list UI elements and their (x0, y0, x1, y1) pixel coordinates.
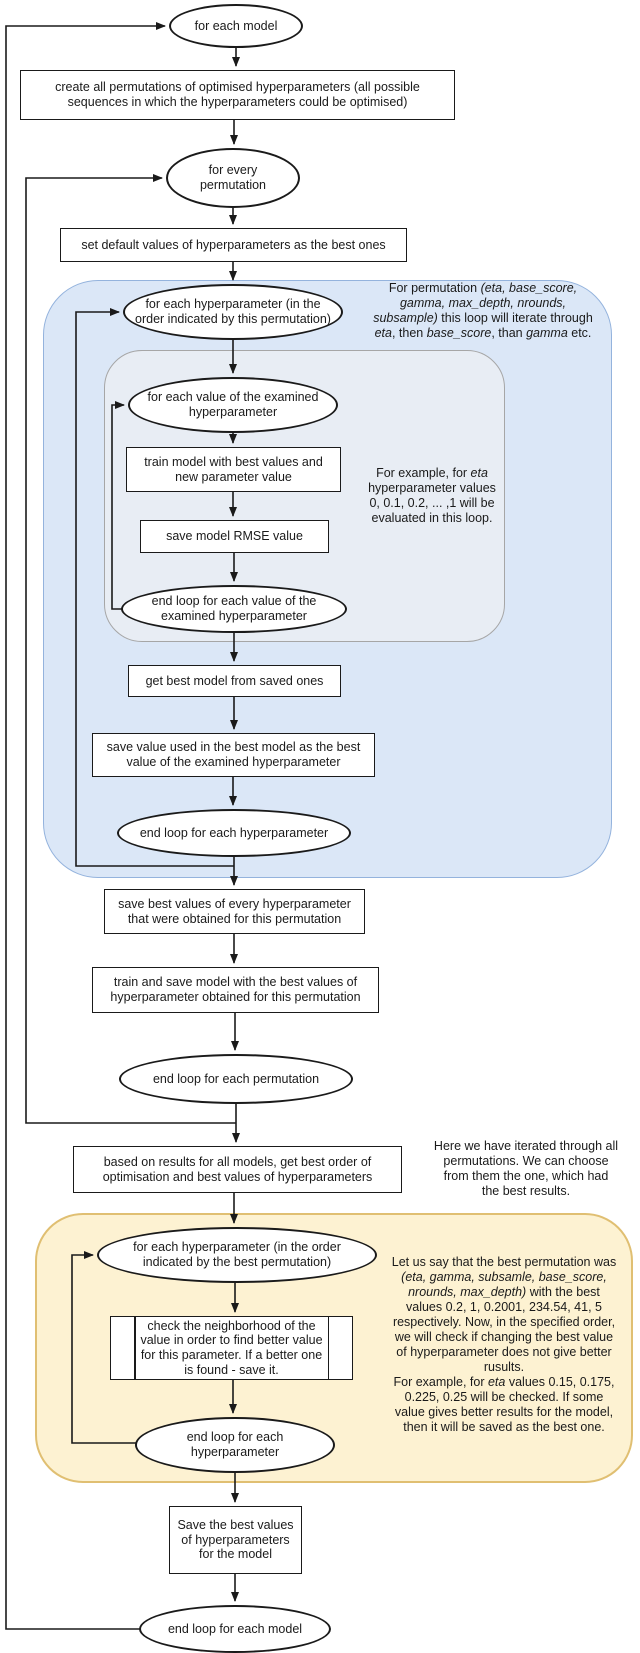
node-label: end loop for each hyperparameter (186, 1430, 284, 1459)
process-set-default-values: set default values of hyperparameters as… (60, 228, 407, 262)
node-label: save best values of every hyperparameter… (118, 896, 351, 926)
annotation-permutation-example: For permutation (eta, base_score,gamma, … (373, 281, 593, 340)
node-label: for every permutation (199, 163, 266, 192)
node-label: create all permutations of optimised hyp… (55, 80, 420, 109)
node-label: for each model (194, 18, 278, 33)
loop-end-for-each-value: end loop for each value of the examined … (121, 585, 347, 633)
process-get-best-model: get best model from saved ones (128, 665, 341, 697)
node-label: end loop for each model (167, 1621, 303, 1636)
process-save-best-value: save value used in the best model as the… (92, 733, 375, 777)
node-label: based on results for all models, get bes… (102, 1154, 373, 1184)
loop-end-for-each-hyperparameter: end loop for each hyperparameter (117, 809, 351, 857)
loop-end-for-each-hyperparameter-best: end loop for each hyperparameter (135, 1417, 335, 1473)
node-label: end loop for each value of the examined … (151, 594, 317, 623)
node-label: end loop for each permutation (152, 1071, 320, 1086)
process-save-rmse: save model RMSE value (140, 520, 329, 553)
node-label: for each hyperparameter (in the order in… (133, 1240, 341, 1269)
node-label: check the neighborhood of the value in o… (140, 1318, 323, 1377)
loop-start-for-each-hyperparameter: for each hyperparameter (in the order in… (123, 284, 343, 340)
process-save-best-values-permutation: save best values of every hyperparameter… (104, 889, 365, 934)
node-label: Save the best values of hyperparameters … (177, 1517, 294, 1562)
node-label: end loop for each hyperparameter (139, 825, 329, 840)
loop-start-for-each-value: for each value of the examined hyperpara… (128, 377, 338, 433)
node-label: train model with best values and new par… (144, 454, 323, 484)
annotation-best-permutation-example: Let us say that the best permutation was… (391, 1255, 617, 1434)
node-label: get best model from saved ones (145, 673, 324, 688)
predefined-process-bar-left (134, 1317, 136, 1379)
node-label: set default values of hyperparameters as… (81, 237, 386, 252)
loop-start-for-every-permutation: for every permutation (166, 148, 300, 208)
process-get-best-order: based on results for all models, get bes… (73, 1146, 402, 1193)
node-label: for each hyperparameter (in the order in… (135, 297, 331, 326)
loop-end-for-each-permutation: end loop for each permutation (119, 1054, 353, 1104)
loop-start-for-each-hyperparameter-best: for each hyperparameter (in the order in… (97, 1227, 377, 1283)
process-train-model: train model with best values and new par… (126, 447, 341, 492)
predefined-process-bar-right (327, 1317, 329, 1379)
node-label: save value used in the best model as the… (106, 740, 361, 769)
loop-end-for-each-model: end loop for each model (139, 1605, 331, 1653)
process-create-permutations: create all permutations of optimised hyp… (20, 70, 455, 120)
subroutine-check-neighborhood: check the neighborhood of the value in o… (110, 1316, 353, 1380)
process-train-save-model: train and save model with the best value… (92, 967, 379, 1013)
node-label: save model RMSE value (166, 529, 303, 544)
loop-start-for-each-model: for each model (169, 4, 303, 48)
process-save-best-final: Save the best values of hyperparameters … (169, 1506, 302, 1574)
node-label: train and save model with the best value… (110, 975, 361, 1004)
node-label: for each value of the examined hyperpara… (147, 390, 319, 419)
